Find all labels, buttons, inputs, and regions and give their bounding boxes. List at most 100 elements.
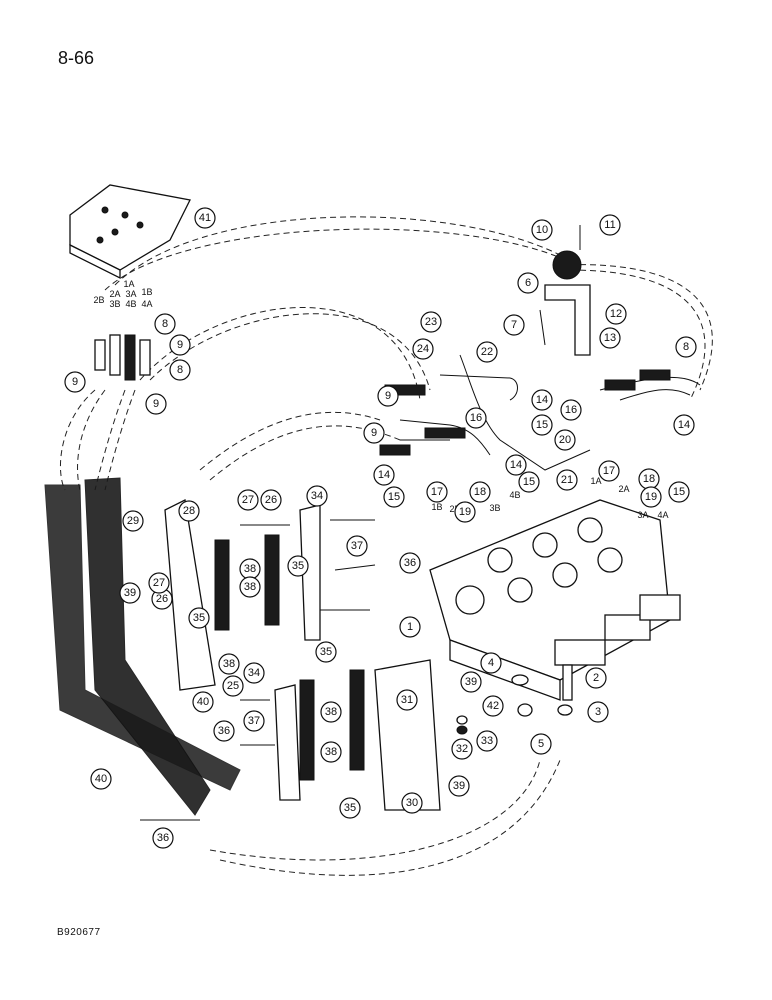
svg-text:12: 12: [610, 308, 622, 320]
svg-text:24: 24: [417, 343, 429, 355]
svg-text:18: 18: [474, 486, 486, 498]
svg-text:39: 39: [465, 676, 477, 688]
callout-21: 21: [556, 469, 578, 491]
port-label: 2A: [618, 484, 629, 494]
callout-38: 38: [239, 558, 261, 580]
callout-39: 39: [460, 671, 482, 693]
svg-text:40: 40: [197, 696, 209, 708]
svg-text:38: 38: [223, 658, 235, 670]
svg-text:8: 8: [683, 341, 689, 353]
callout-28: 28: [178, 500, 200, 522]
port-label: 3A: [637, 510, 648, 520]
port-label: 1B: [141, 287, 152, 297]
svg-text:13: 13: [604, 332, 616, 344]
svg-text:6: 6: [525, 277, 531, 289]
svg-text:28: 28: [183, 505, 195, 517]
svg-text:38: 38: [244, 563, 256, 575]
svg-text:32: 32: [456, 743, 468, 755]
callout-38: 38: [239, 576, 261, 598]
callout-25: 25: [222, 675, 244, 697]
svg-text:3: 3: [595, 706, 601, 718]
callout-22: 22: [476, 341, 498, 363]
svg-text:41: 41: [199, 212, 211, 224]
callout-27: 27: [237, 489, 259, 511]
callout-8: 8: [154, 313, 176, 335]
callout-42: 42: [482, 695, 504, 717]
callout-40: 40: [90, 768, 112, 790]
svg-text:35: 35: [292, 560, 304, 572]
control-valve-body: [429, 499, 681, 701]
port-label: 1A: [123, 279, 134, 289]
callout-15: 15: [383, 486, 405, 508]
callout-27: 27: [148, 572, 170, 594]
svg-text:38: 38: [244, 581, 256, 593]
callout-6: 6: [517, 272, 539, 294]
callout-37: 37: [346, 535, 368, 557]
svg-text:5: 5: [538, 738, 544, 750]
svg-text:9: 9: [177, 339, 183, 351]
callout-38: 38: [320, 701, 342, 723]
svg-text:36: 36: [157, 832, 169, 844]
svg-text:9: 9: [371, 427, 377, 439]
svg-text:37: 37: [351, 540, 363, 552]
hose-routing-lines: [59, 216, 713, 876]
callout-9: 9: [64, 371, 86, 393]
svg-text:26: 26: [156, 593, 168, 605]
svg-text:16: 16: [470, 412, 482, 424]
page-number: 8-66: [58, 48, 95, 68]
svg-text:21: 21: [561, 474, 573, 486]
callout-12: 12: [605, 303, 627, 325]
callout-35: 35: [188, 607, 210, 629]
callout-33: 33: [476, 730, 498, 752]
svg-text:9: 9: [385, 390, 391, 402]
svg-text:20: 20: [559, 434, 571, 446]
svg-text:39: 39: [453, 780, 465, 792]
svg-text:14: 14: [510, 459, 522, 471]
callout-31: 31: [396, 689, 418, 711]
fitting-cluster: [94, 334, 151, 381]
callout-36: 36: [213, 720, 235, 742]
callout-20: 20: [554, 429, 576, 451]
svg-text:14: 14: [678, 419, 690, 431]
svg-text:42: 42: [487, 700, 499, 712]
svg-text:10: 10: [536, 224, 548, 236]
callout-18: 18: [638, 468, 660, 490]
svg-text:38: 38: [325, 706, 337, 718]
svg-text:11: 11: [604, 219, 615, 231]
callout-41: 41: [194, 207, 216, 229]
svg-text:8: 8: [162, 318, 168, 330]
callout-35: 35: [287, 555, 309, 577]
brackets-and-clamps: [140, 499, 441, 821]
svg-text:15: 15: [523, 476, 535, 488]
svg-text:27: 27: [242, 494, 254, 506]
callout-34: 34: [243, 662, 265, 684]
callout-30: 30: [401, 792, 423, 814]
callout-9: 9: [169, 334, 191, 356]
port-label: 3B: [489, 503, 500, 513]
svg-text:15: 15: [388, 491, 400, 503]
callout-39: 39: [448, 775, 470, 797]
svg-text:14: 14: [536, 394, 548, 406]
port-label: 2A: [109, 289, 120, 299]
port-label: 1B: [431, 502, 442, 512]
callout-14: 14: [373, 464, 395, 486]
document-code: B920677: [57, 927, 101, 938]
callout-8: 8: [169, 359, 191, 381]
callout-15: 15: [531, 414, 553, 436]
svg-text:25: 25: [227, 680, 239, 692]
callout-32: 32: [451, 738, 473, 760]
svg-text:23: 23: [425, 316, 437, 328]
svg-text:19: 19: [459, 506, 471, 518]
callout-23: 23: [420, 311, 442, 333]
svg-text:14: 14: [378, 469, 390, 481]
svg-text:1: 1: [407, 621, 413, 633]
port-label: 4A: [141, 299, 152, 309]
callout-40: 40: [192, 691, 214, 713]
svg-text:4: 4: [488, 657, 494, 669]
callout-36: 36: [152, 827, 174, 849]
port-label: 4B: [509, 490, 520, 500]
svg-text:15: 15: [536, 419, 548, 431]
callout-17: 17: [598, 460, 620, 482]
port-label: 2B: [93, 295, 104, 305]
